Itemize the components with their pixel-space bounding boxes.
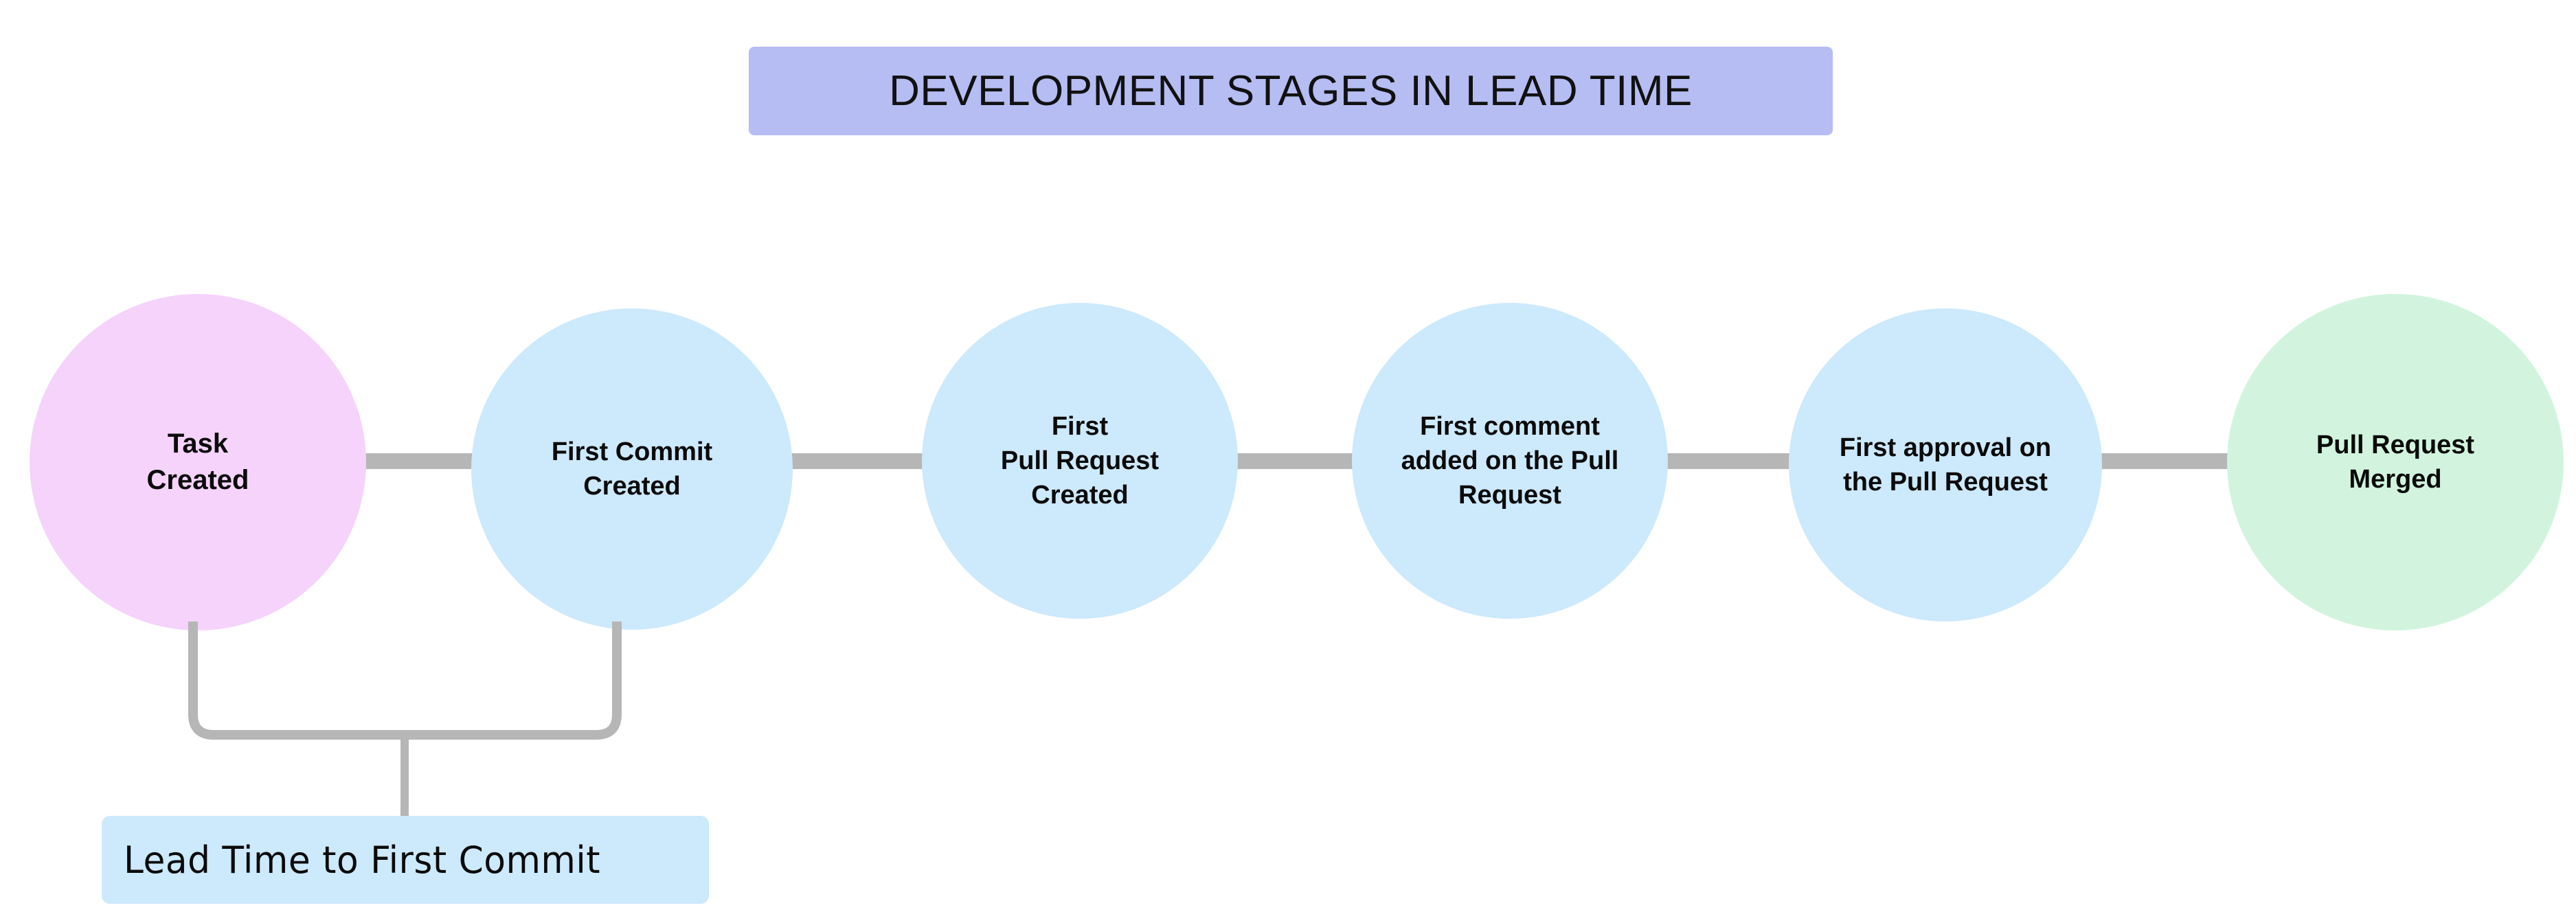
connector-stage-5-to-6 [2092, 453, 2237, 469]
measure-pill-lead-time-to-first-commit[interactable]: Lead Time to First Commit [102, 816, 709, 904]
stage-label: First approval on the Pull Request [1839, 433, 2052, 497]
stage-node-first-approval-on-pull-request[interactable]: First approval on the Pull Request [1789, 308, 2102, 622]
diagram-title-banner: DEVELOPMENT STAGES IN LEAD TIME [749, 47, 1833, 135]
measure-label: Lead Time to First Commit [124, 838, 601, 882]
stage-node-first-commit-created[interactable]: First Commit Created [471, 308, 793, 630]
stage-node-task-created[interactable]: Task Created [30, 294, 366, 630]
stage-node-first-pull-request-created[interactable]: First Pull Request Created [922, 303, 1238, 619]
stage-node-pull-request-merged[interactable]: Pull Request Merged [2227, 294, 2564, 630]
page-title: DEVELOPMENT STAGES IN LEAD TIME [889, 67, 1693, 115]
stage-label: Pull Request Merged [2316, 430, 2475, 494]
connector-stage-2-to-3 [783, 453, 931, 469]
stage-label: Task Created [146, 429, 249, 495]
bracket-path [188, 622, 622, 740]
connector-stage-4-to-5 [1658, 453, 1798, 469]
stage-label: First Commit Created [551, 437, 713, 501]
stage-label: First comment added on the Pull Request [1401, 411, 1619, 510]
connector-stage-3-to-4 [1228, 453, 1362, 469]
connector-stage-1-to-2 [354, 453, 482, 469]
stage-label: First Pull Request Created [1000, 411, 1160, 510]
stage-node-first-comment-on-pull-request[interactable]: First comment added on the Pull Request [1352, 303, 1668, 619]
